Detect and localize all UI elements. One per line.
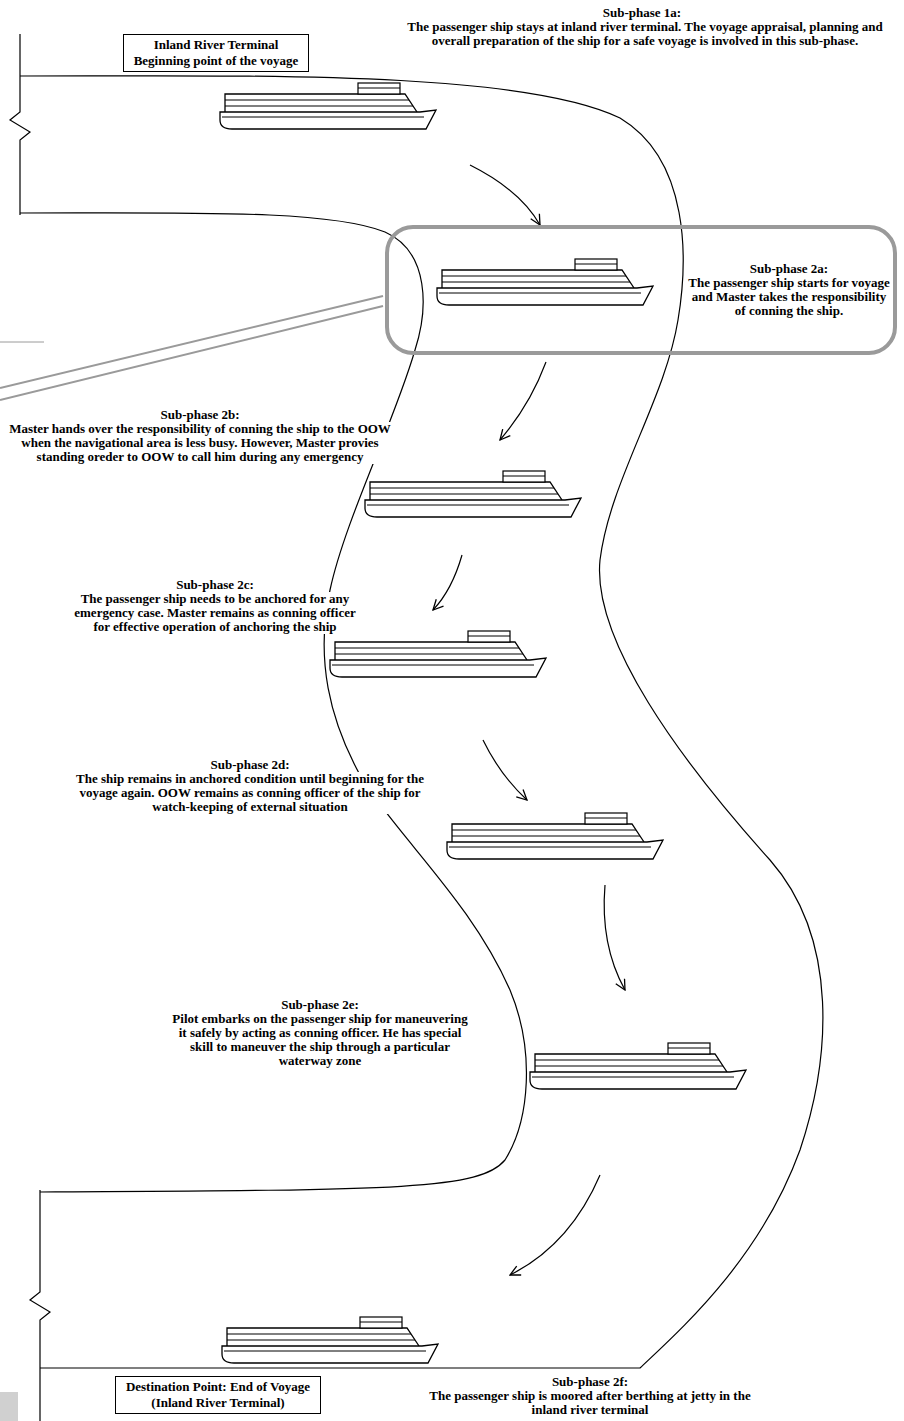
phase-heading: Sub-phase 2b: (160, 408, 239, 422)
node-text: The passenger ship starts for voyage and… (685, 276, 893, 318)
progress-arrow (470, 165, 540, 225)
leader-line (0, 306, 383, 400)
passenger-ship (220, 83, 436, 129)
terminal-wall (10, 34, 30, 215)
node-heading: Sub-phase 2a: (685, 262, 893, 276)
phase-heading: Sub-phase 2f: (552, 1375, 628, 1389)
terminal-box: Destination Point: End of Voyage(Inland … (115, 1376, 321, 1414)
river-bank (20, 76, 823, 1368)
phase-heading: Sub-phase 2d: (210, 758, 289, 772)
phase-description: The passenger ship is moored after berth… (420, 1389, 760, 1417)
page-rule (0, 342, 44, 343)
passenger-ship (222, 1317, 438, 1363)
phase-heading: Sub-phase 1a: (603, 6, 681, 20)
node-heading: Inland River Terminal (134, 37, 299, 53)
progress-arrow (483, 740, 527, 800)
river-bank (20, 213, 526, 1192)
phase-heading: Sub-phase 2e: (281, 998, 359, 1012)
terminal-box: Inland River TerminalBeginning point of … (123, 34, 310, 72)
node-heading: Destination Point: End of Voyage (126, 1379, 310, 1395)
passenger-ship (447, 813, 663, 859)
node-text: (Inland River Terminal) (126, 1395, 310, 1411)
passenger-ship (365, 471, 581, 517)
leader-line (0, 296, 383, 388)
passenger-ship (330, 631, 546, 677)
phase-description: The ship remains in anchored condition u… (69, 772, 431, 814)
page-mark (0, 1392, 18, 1421)
phase-description: The passenger ship stays at inland river… (391, 20, 899, 48)
highlight-frame: Sub-phase 2a:The passenger ship starts f… (385, 225, 897, 355)
phase-description: Master hands over the responsibility of … (4, 422, 396, 464)
phase-text-block: Sub-phase 2a:The passenger ship starts f… (685, 262, 893, 318)
phase-heading: Sub-phase 2c: (176, 578, 254, 592)
progress-arrow (604, 885, 625, 990)
phase-description: The passenger ship needs to be anchored … (74, 592, 356, 634)
passenger-ship (437, 259, 653, 305)
progress-arrow (500, 362, 546, 440)
terminal-wall (30, 1190, 50, 1421)
node-text: Beginning point of the voyage (134, 53, 299, 69)
progress-arrow (433, 555, 462, 610)
progress-arrow (510, 1175, 600, 1275)
passenger-ship (530, 1043, 746, 1089)
phase-description: Pilot embarks on the passenger ship for … (170, 1012, 470, 1068)
